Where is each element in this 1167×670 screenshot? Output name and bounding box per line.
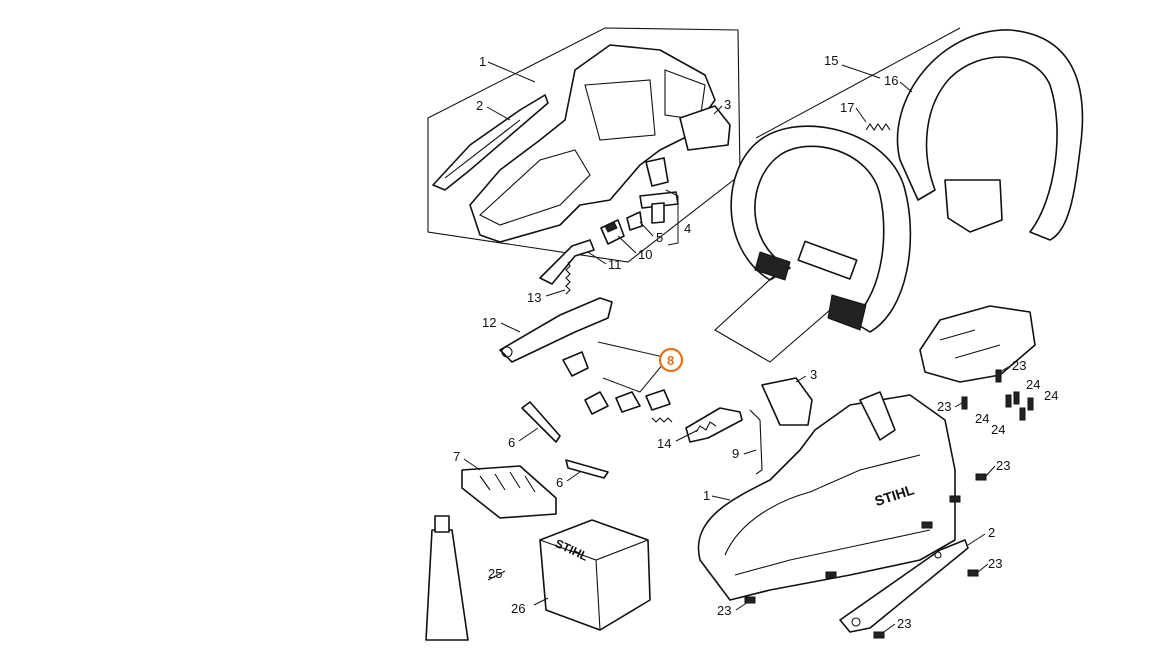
callout-12: 12 [482, 315, 496, 330]
trigger-part-2-lower [839, 539, 969, 633]
guard-part-7 [461, 465, 557, 519]
callout-24-b: 24 [1044, 388, 1058, 403]
callout-1-upper: 1 [479, 54, 486, 69]
callout-23-e: 23 [717, 603, 731, 618]
rod-part-9 [749, 409, 763, 475]
callout-10: 10 [638, 247, 652, 262]
throttle-lock-part-11 [539, 239, 595, 285]
spring-part-17 [865, 123, 891, 131]
callout-23-b: 23 [937, 399, 951, 414]
callout-6-upper: 6 [508, 435, 515, 450]
sheet-metal-part-6-upper [521, 401, 561, 443]
callout-17: 17 [840, 100, 854, 115]
foam-insert-part-3-lower [761, 377, 813, 426]
callout-24-c: 24 [975, 411, 989, 426]
callout-23-f: 23 [897, 616, 911, 631]
air-filter-part-26: STIHL [539, 519, 651, 631]
housing-lower: STIHL [697, 391, 956, 601]
callout-9: 9 [732, 446, 739, 461]
lever-assembly-part-8 [562, 341, 673, 423]
lever-part-14 [685, 407, 743, 443]
spring-part-13 [565, 261, 571, 295]
leader-lines [463, 61, 1011, 633]
callout-13: 13 [527, 290, 541, 305]
callout-14: 14 [657, 436, 671, 451]
sheet-metal-part-6-lower [565, 459, 609, 479]
callout-4: 4 [684, 221, 691, 236]
grease-tube-part-25 [425, 515, 469, 641]
rod-part-12 [499, 297, 613, 363]
foam-insert-part-3-upper [679, 105, 731, 151]
callout-2-upper: 2 [476, 98, 483, 113]
highlight-marker-8 [658, 347, 684, 373]
callout-3-lower: 3 [810, 367, 817, 382]
callout-labels: 1 2 3 4 5 10 11 13 12 8 6 7 6 14 9 25 26… [453, 53, 1058, 631]
callout-1-lower: 1 [703, 488, 710, 503]
callout-8: 8 [667, 353, 674, 368]
screw-set [744, 369, 1034, 639]
small-part-5 [626, 211, 643, 231]
callout-24-a: 24 [1026, 377, 1040, 392]
callout-15: 15 [824, 53, 838, 68]
callout-5: 5 [656, 230, 663, 245]
handle-bar-main [714, 125, 912, 363]
handle-bar-spare-16 [755, 27, 1084, 241]
gearbox-cover [919, 305, 1036, 383]
callout-16: 16 [884, 73, 898, 88]
callout-3-upper: 3 [724, 97, 731, 112]
callout-7: 7 [453, 449, 460, 464]
callout-25: 25 [488, 566, 502, 581]
callout-2-lower: 2 [988, 525, 995, 540]
lock-part-10 [600, 219, 625, 245]
callout-6-lower: 6 [556, 475, 563, 490]
callout-23-a: 23 [1012, 358, 1026, 373]
stop-switch-part-4 [639, 157, 679, 246]
callout-23-c: 23 [996, 458, 1010, 473]
callout-11: 11 [608, 257, 622, 272]
throttle-trigger-part-2 [432, 94, 549, 191]
callout-23-d: 23 [988, 556, 1002, 571]
callout-26: 26 [511, 601, 525, 616]
callout-24-d: 24 [991, 422, 1005, 437]
